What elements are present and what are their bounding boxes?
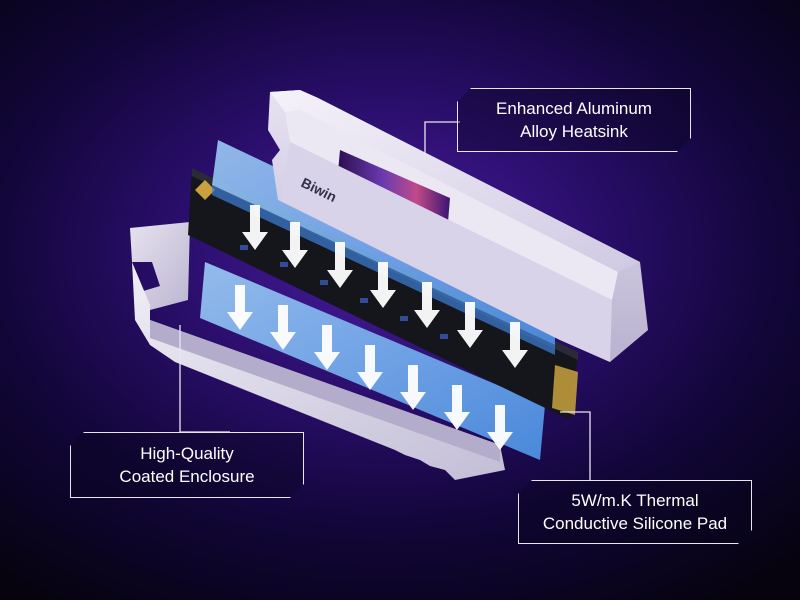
aluminum-heatsink (268, 90, 648, 362)
callout-thermal-pad: 5W/m.K Thermal Conductive Silicone Pad (518, 480, 752, 544)
coated-enclosure (130, 222, 505, 480)
heat-flow-arrows (227, 205, 528, 450)
callout-heatsink: Enhanced Aluminum Alloy Heatsink (457, 88, 691, 152)
callout-thermal-pad-line1: 5W/m.K Thermal (571, 491, 699, 510)
callout-enclosure-line1: High-Quality (140, 444, 234, 463)
callout-heatsink-line1: Enhanced Aluminum (496, 99, 652, 118)
callout-enclosure: High-Quality Coated Enclosure (70, 432, 304, 498)
callout-thermal-pad-line2: Conductive Silicone Pad (542, 514, 728, 533)
callout-enclosure-line2: Coated Enclosure (119, 467, 255, 486)
callout-heatsink-line2: Alloy Heatsink (520, 122, 628, 141)
